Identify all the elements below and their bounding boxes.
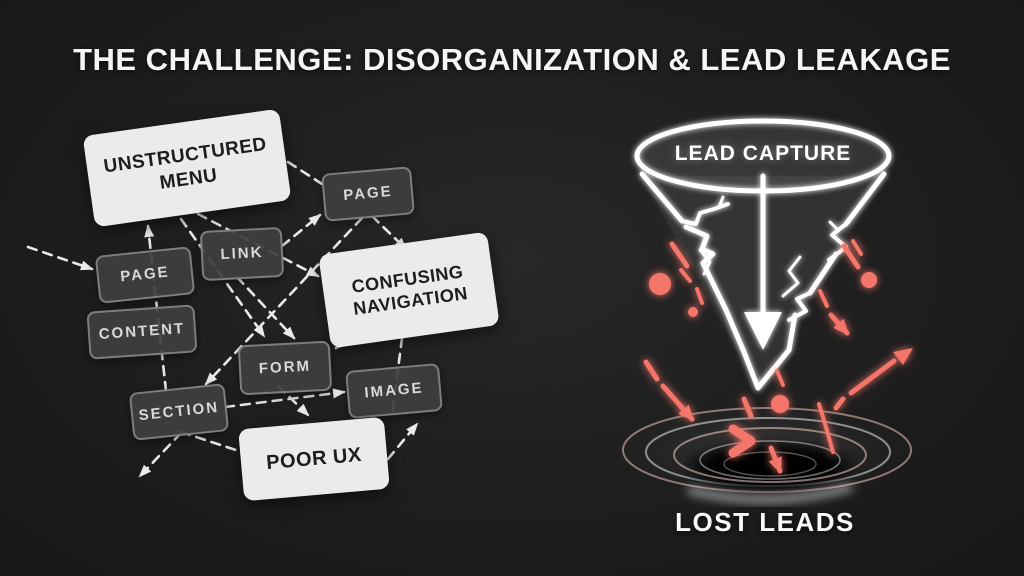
escape-arrow-tail: [833, 396, 846, 411]
funnel-wall-right-mid: [807, 251, 839, 296]
escape-arrow-shaft: [848, 358, 897, 396]
dashed-arrow: [26, 245, 94, 271]
red-arrow-icon: [768, 445, 783, 474]
funnel-wall-right: [843, 171, 887, 227]
dashed-arrow: [286, 160, 324, 186]
red-arrow-icon: [828, 312, 850, 336]
vortex-label: LOST LEADS: [675, 507, 855, 537]
leak-streak: [841, 243, 861, 270]
dashed-arrow: [138, 431, 183, 478]
funnel-wall-left-mid: [683, 224, 716, 266]
leak-ball: [861, 272, 877, 288]
box-content: CONTENT: [86, 304, 198, 360]
dashed-arrow: [223, 388, 346, 409]
box-link: LINK: [199, 226, 285, 282]
dashed-arrow: [179, 430, 244, 454]
vortex-ring: [699, 440, 841, 480]
funnel-crack-right-lower: [787, 291, 812, 322]
box-section: SECTION: [128, 383, 230, 441]
dashed-arrow: [386, 422, 419, 461]
funnel-wall-left-lower: [700, 260, 761, 391]
funnel-crack-left-detail: [698, 248, 712, 276]
leak-streak-curved: [817, 402, 835, 454]
leak-particles: [643, 239, 913, 474]
leak-streak: [679, 268, 692, 283]
dashed-arrow: [235, 275, 296, 340]
box-image: IMAGE: [345, 362, 443, 420]
leak-streak: [669, 241, 690, 269]
page-title: THE CHALLENGE: DISORGANIZATION & LEAD LE…: [73, 42, 951, 77]
funnel-crack-right-tick: [828, 220, 840, 232]
leak-ball: [688, 307, 698, 317]
escape-arrow-head: [893, 348, 913, 365]
down-arrow-head: [744, 312, 782, 350]
vortex-illustration: [614, 405, 918, 502]
funnel-crack-right-detail: [781, 255, 802, 298]
leak-streak: [741, 396, 754, 419]
leak-streak: [818, 289, 829, 308]
red-chevron-icon: [728, 424, 756, 458]
box-page-top: PAGE: [321, 166, 415, 222]
dashed-arrow: [280, 213, 322, 248]
vortex-ring: [673, 427, 867, 483]
dashed-arrow: [204, 216, 364, 386]
box-form: FORM: [237, 340, 333, 396]
leak-streak: [851, 239, 863, 256]
funnel-wall-right-lower: [755, 312, 798, 391]
box-poor-ux: POOR UX: [238, 416, 390, 502]
leak-streak: [643, 359, 660, 382]
funnel-wall-left: [639, 171, 685, 224]
funnel-illustration: [634, 118, 892, 391]
leak-streak: [775, 369, 785, 387]
vortex-bottom-glow: [687, 484, 853, 502]
leak-ball: [771, 395, 789, 413]
funnel-label: LEAD CAPTURE: [674, 142, 852, 165]
leak-streak: [695, 287, 704, 305]
box-page-left: PAGE: [94, 246, 196, 304]
red-arrow-icon: [660, 383, 695, 422]
leak-ball: [649, 273, 671, 295]
funnel-crack-left-tick: [717, 195, 725, 209]
